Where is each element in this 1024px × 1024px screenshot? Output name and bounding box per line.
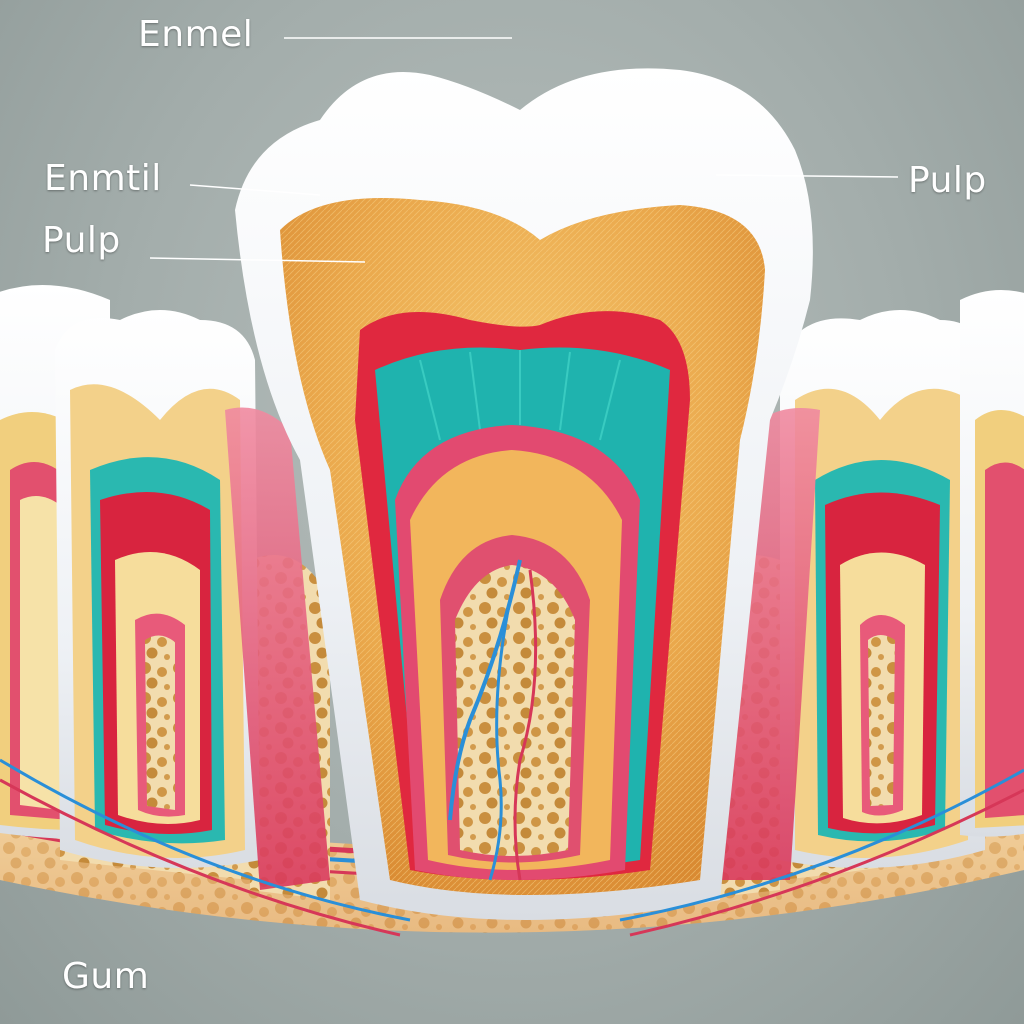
right-far-tooth — [960, 290, 1024, 837]
leader-line-left-pulp — [149, 257, 366, 263]
label-gum: Gum — [62, 956, 150, 997]
label-leader-lines — [149, 37, 899, 263]
label-enamel-top: Enmel — [138, 14, 254, 55]
leader-line-left-enamel — [189, 184, 321, 196]
left-tooth — [55, 310, 260, 868]
root-vessels — [0, 758, 1024, 937]
label-pulp-left: Pulp — [42, 220, 121, 261]
leader-line-right-pulp — [715, 174, 899, 178]
right-tooth — [780, 310, 990, 868]
label-pulp-right: Pulp — [908, 160, 987, 201]
central-tooth — [235, 68, 813, 921]
label-enamel-left: Enmtil — [44, 158, 162, 199]
